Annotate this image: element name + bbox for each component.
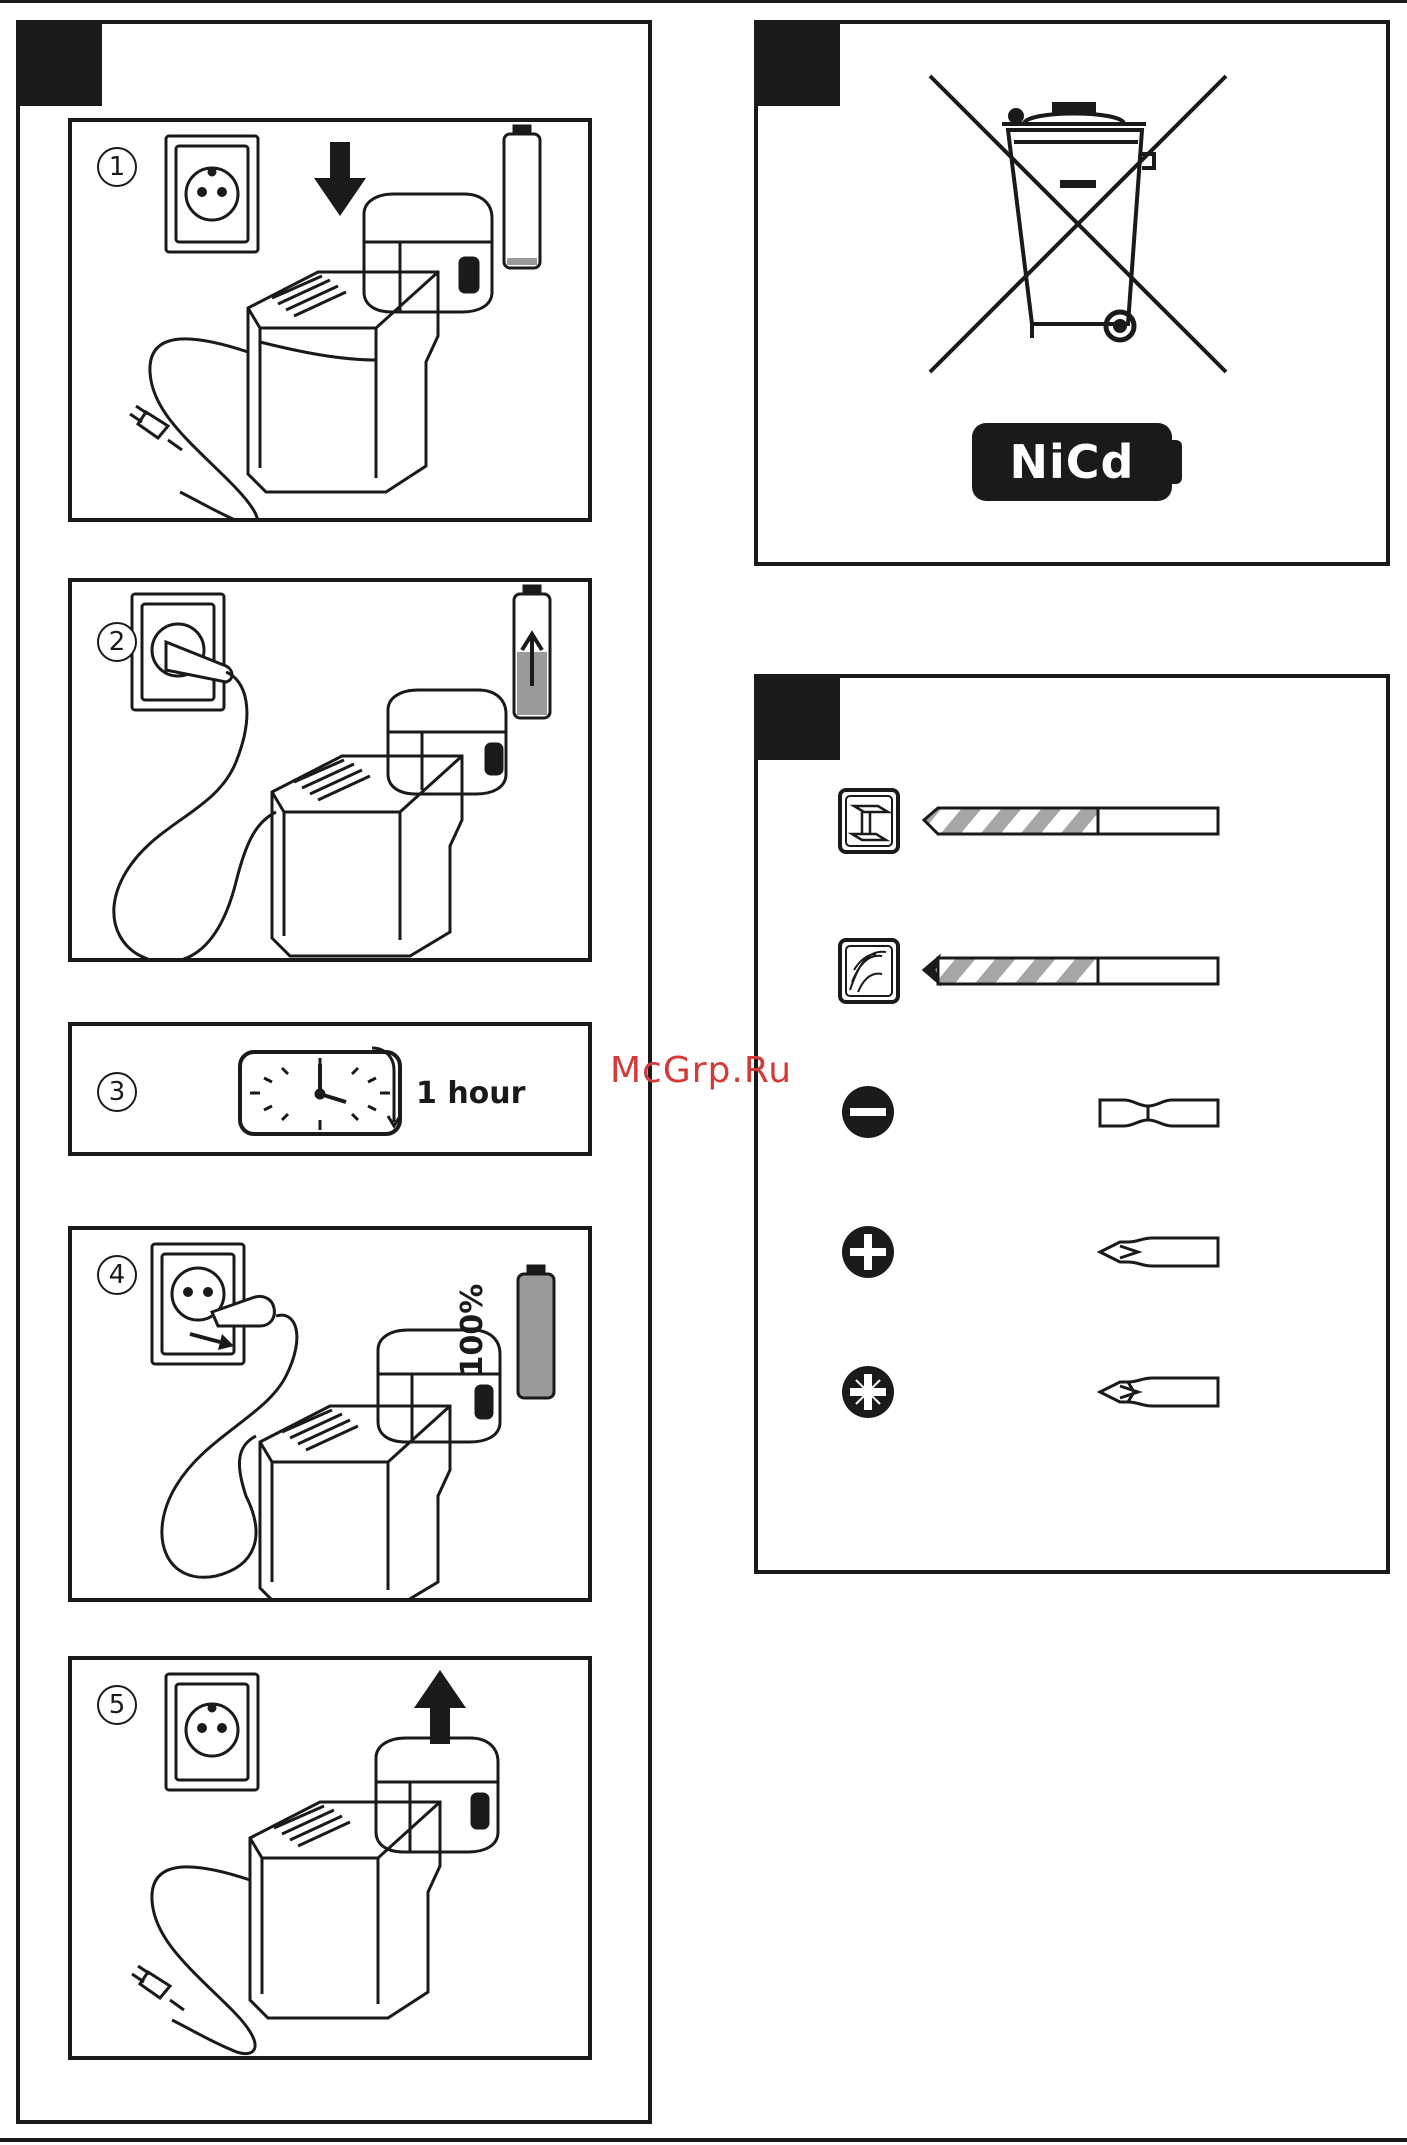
disposal-panel-tab xyxy=(754,20,840,106)
pozidriv-screw-icon xyxy=(842,1366,894,1418)
charge-duration-label: 1 hour xyxy=(416,1076,525,1111)
step-number-5: 5 xyxy=(97,1685,137,1725)
wall-socket-unplug-icon xyxy=(152,1244,297,1577)
nicd-battery-label: NiCd xyxy=(972,423,1172,501)
wood-drill-bit-icon xyxy=(924,958,1218,984)
watermark: McGrp.Ru xyxy=(610,1050,792,1091)
slotted-bit-icon xyxy=(1100,1100,1218,1126)
wall-socket-plugged-icon xyxy=(114,594,276,962)
step-number-2: 2 xyxy=(97,622,137,662)
crossed-out-wheelie-bin-icon xyxy=(920,70,1240,390)
battery-full-icon xyxy=(518,1266,554,1398)
pozidriv-bit-icon xyxy=(1100,1378,1218,1406)
alarm-clock-icon xyxy=(240,1048,400,1134)
charger-icon xyxy=(248,194,492,492)
bottom-rule xyxy=(0,2138,1407,2142)
plug-icon xyxy=(132,1966,184,2010)
step-3-box: 3 1 hour xyxy=(68,1022,592,1156)
charger-icon xyxy=(272,690,506,956)
step-number-1: 1 xyxy=(97,147,137,187)
slotted-screw-icon xyxy=(842,1086,894,1138)
step-2-box: 2 xyxy=(68,578,592,962)
metal-beam-icon xyxy=(840,790,898,852)
charger-icon xyxy=(250,1738,498,2018)
step-number-4: 4 xyxy=(97,1255,137,1295)
metal-drill-bit-icon xyxy=(924,808,1218,834)
plug-icon xyxy=(130,406,182,450)
battery-charging-icon xyxy=(514,586,550,718)
accessories-panel-tab xyxy=(754,674,840,760)
battery-full-label: 100% xyxy=(455,1260,491,1400)
step-1-illustration xyxy=(72,122,592,522)
step-1-box: 1 xyxy=(68,118,592,522)
battery-empty-icon xyxy=(504,126,540,268)
step-5-illustration xyxy=(72,1660,592,2060)
power-cord-icon xyxy=(152,1867,255,2054)
step-number-3: 3 xyxy=(97,1072,137,1112)
wall-socket-icon xyxy=(166,136,258,252)
top-rule xyxy=(0,0,1407,3)
charging-panel-tab xyxy=(16,20,102,106)
step-2-illustration xyxy=(72,582,592,962)
phillips-bit-icon xyxy=(1100,1238,1218,1266)
phillips-screw-icon xyxy=(842,1226,894,1278)
wall-socket-icon xyxy=(166,1674,258,1790)
remove-arrow-icon xyxy=(414,1670,466,1744)
step-4-box: 4 100% xyxy=(68,1226,592,1602)
accessories-illustration xyxy=(754,770,1390,1470)
nicd-battery-tip xyxy=(1170,440,1182,484)
insert-arrow-icon xyxy=(314,142,366,216)
step-4-illustration xyxy=(72,1230,592,1602)
wood-grain-icon xyxy=(840,940,898,1002)
step-5-box: 5 xyxy=(68,1656,592,2060)
